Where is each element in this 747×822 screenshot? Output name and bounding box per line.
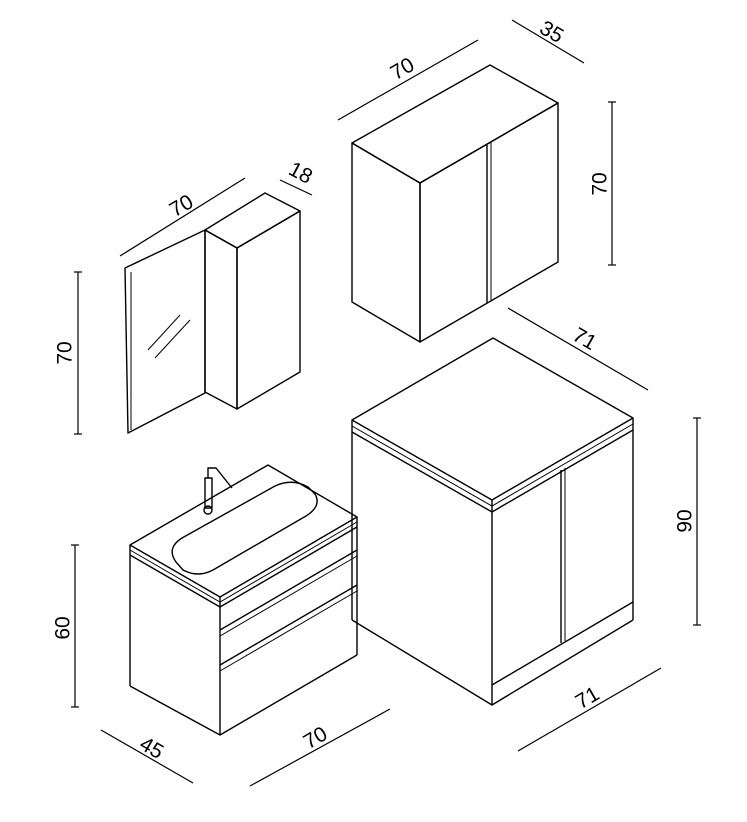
- wall-cabinet: 70 35 70: [337, 16, 616, 343]
- basin: [171, 481, 318, 575]
- wall-cabinet-depth-label: 35: [536, 16, 568, 48]
- vanity-depth-label: 45: [136, 732, 168, 764]
- vanity-height-label: 60: [52, 616, 75, 639]
- mirror-width-label: 70: [166, 190, 198, 222]
- faucet-icon: [203, 467, 233, 515]
- wall-cabinet-width-label: 70: [387, 53, 419, 85]
- sink-vanity: 60 45 70: [52, 464, 391, 787]
- tall-cabinet-depth-label: 71: [569, 323, 601, 355]
- mirror-glare-icon: [147, 314, 191, 359]
- mirror-height-label: 70: [54, 341, 77, 364]
- wall-cabinet-height-label: 70: [589, 172, 612, 195]
- tall-base-cabinet: 71 90 71: [351, 307, 701, 752]
- tall-cabinet-height-label: 90: [674, 509, 697, 532]
- vanity-width-label: 70: [300, 722, 332, 754]
- tall-cabinet-width-label: 71: [572, 682, 604, 714]
- mirror-cabinet: 70 18 70: [54, 158, 316, 435]
